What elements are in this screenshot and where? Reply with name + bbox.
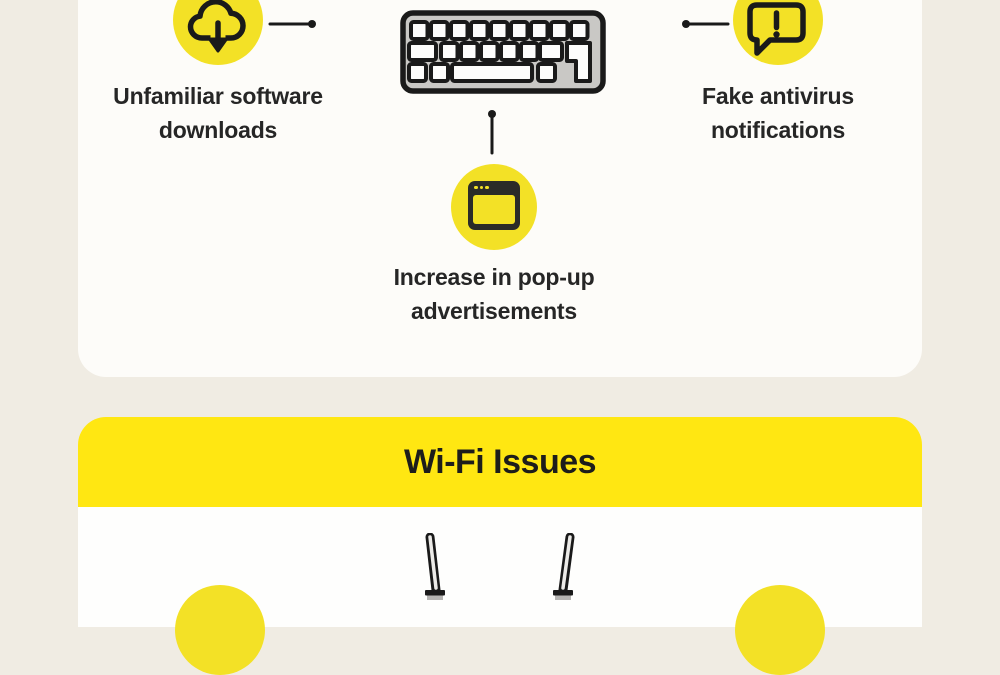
- item-label-line: notifications: [710, 117, 846, 143]
- item-label-line: Unfamiliar software: [113, 83, 323, 109]
- window-dot-icon: [485, 185, 489, 189]
- wifi-section-title: Wi-Fi Issues: [403, 442, 597, 481]
- infographic-page: { "page": { "background_color": "#F0ECE3…: [68, 0, 928, 675]
- bottom-right-item-circle: [735, 585, 825, 675]
- window-content: [473, 195, 515, 224]
- window-dot-icon: [474, 185, 478, 189]
- item-label-fake-antivirus: Fake antivirus notifications: [628, 79, 928, 147]
- item-label-line: Fake antivirus: [702, 83, 854, 109]
- wifi-section-banner: Wi-Fi Issues: [78, 417, 922, 507]
- popup-window-icon: [468, 181, 520, 230]
- connector-arrow-right: [682, 20, 730, 28]
- window-dot-icon: [479, 185, 483, 189]
- router-antenna-left-icon: [425, 533, 445, 600]
- item-label-line: downloads: [158, 117, 278, 143]
- bottom-left-item-circle: [175, 585, 265, 675]
- alert-speech-bubble-icon: [747, 2, 806, 56]
- item-label-line: advertisements: [411, 298, 577, 324]
- keyboard-illustration: [400, 10, 606, 94]
- cloud-download-icon: [187, 0, 246, 53]
- router-antenna-right-icon: [553, 533, 575, 600]
- item-label-popup-ads: Increase in pop-up advertisements: [344, 260, 644, 328]
- item-label-unfamiliar-downloads: Unfamiliar software downloads: [68, 79, 368, 147]
- connector-arrow-left: [268, 20, 316, 28]
- connector-arrow-down: [488, 110, 496, 155]
- item-label-line: Increase in pop-up: [393, 264, 595, 290]
